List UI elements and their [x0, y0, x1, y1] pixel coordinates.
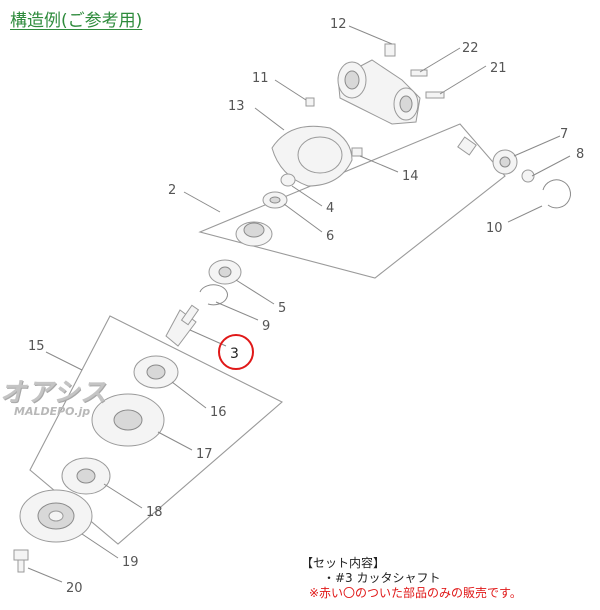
lower-assembly-box: [29, 315, 283, 545]
upper-assembly-box: [198, 123, 506, 279]
bevel-gear-2: [235, 221, 273, 247]
gear-head-part: [337, 43, 445, 125]
callout-15: 15: [28, 339, 45, 354]
callout-8: 8: [576, 147, 584, 162]
bolt-20: [13, 549, 29, 573]
callout-11: 11: [252, 71, 269, 86]
watermark-sub: MALDEPO.jp: [14, 405, 91, 418]
callout-16: 16: [210, 405, 227, 420]
callout-14: 14: [402, 169, 419, 184]
snap-ring-10: [542, 179, 571, 209]
watermark-main: オアシス: [0, 378, 107, 408]
watermark-logo: オアシス MALDEPO.jp: [0, 372, 107, 418]
set-item: ・#3 カッタシャフト: [323, 571, 441, 585]
callout-9: 9: [262, 319, 270, 334]
callout-4: 4: [326, 201, 334, 216]
callout-2: 2: [168, 183, 176, 198]
callout-21: 21: [490, 61, 507, 76]
callout-3: 3: [230, 346, 239, 362]
set-note: ※赤い〇のついた部品のみの販売です。: [309, 586, 522, 600]
callout-19: 19: [122, 555, 139, 570]
callout-17: 17: [196, 447, 213, 462]
callout-6: 6: [326, 229, 334, 244]
callout-5: 5: [278, 301, 286, 316]
callout-13: 13: [228, 99, 245, 114]
bolt-11: [305, 97, 315, 107]
ring-4: [280, 173, 296, 187]
cover-disc-18: [61, 457, 111, 495]
bearing-disc-16: [133, 355, 179, 389]
set-contents: 【セット内容】 ・#3 カッタシャフト ※赤い〇のついた部品のみの販売です。: [301, 556, 522, 601]
blade-cutter-17: [91, 393, 165, 447]
callout-12: 12: [330, 17, 347, 32]
callout-20: 20: [66, 581, 83, 596]
callout-10: 10: [486, 221, 503, 236]
callout-7: 7: [560, 127, 568, 142]
callout-22: 22: [462, 41, 479, 56]
highlight-circle: [218, 334, 254, 370]
fixture-19: [19, 489, 93, 543]
leader-lines: [27, 25, 571, 583]
diagram-title: 構造例(ご参考用): [10, 11, 143, 31]
snap-ring-9: [199, 284, 228, 306]
cutter-shaft-3: [165, 304, 200, 347]
callout-18: 18: [146, 505, 163, 520]
set-heading: 【セット内容】: [301, 556, 386, 570]
shaft-end-7: [457, 136, 518, 175]
ring-8: [521, 169, 535, 183]
